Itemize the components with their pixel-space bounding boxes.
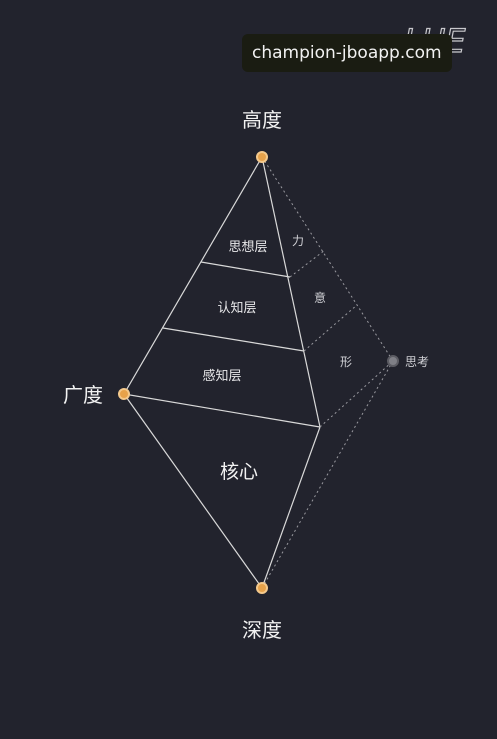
divider-middle bbox=[162, 327, 305, 352]
dash-upper-a bbox=[289, 249, 326, 278]
dash-core-right bbox=[319, 360, 394, 428]
side-intent: 意 bbox=[314, 290, 326, 305]
node-bottom-dot bbox=[256, 582, 268, 594]
layer-core: 核心 bbox=[220, 461, 258, 483]
edge-top-right bbox=[261, 156, 321, 428]
edge-right-bottom bbox=[261, 426, 321, 589]
side-force: 力 bbox=[292, 234, 304, 248]
layer-cognition: 认知层 bbox=[217, 300, 256, 316]
dash-middle-a bbox=[303, 304, 358, 352]
watermark-badge: champion-jboapp.com bbox=[242, 34, 452, 72]
dashed-connectors bbox=[261, 156, 394, 589]
node-right-dot bbox=[387, 355, 399, 367]
node-left-dot bbox=[118, 388, 130, 400]
divider-upper bbox=[200, 261, 291, 278]
label-breadth: 广度 bbox=[63, 383, 103, 407]
edge-top-left bbox=[123, 156, 263, 395]
diamond-outline bbox=[123, 156, 321, 589]
layer-perception: 感知层 bbox=[202, 368, 241, 384]
side-form: 形 bbox=[340, 355, 352, 369]
edge-left-bottom bbox=[123, 393, 263, 589]
label-thinking: 思考 bbox=[405, 355, 429, 369]
node-top-dot bbox=[256, 151, 268, 163]
dash-bottom-right bbox=[261, 360, 394, 589]
dash-top-right bbox=[261, 156, 394, 362]
label-height: 高度 bbox=[242, 108, 282, 132]
label-depth: 深度 bbox=[242, 618, 282, 642]
layer-ideology: 思想层 bbox=[228, 239, 267, 255]
divider-core bbox=[123, 393, 321, 428]
